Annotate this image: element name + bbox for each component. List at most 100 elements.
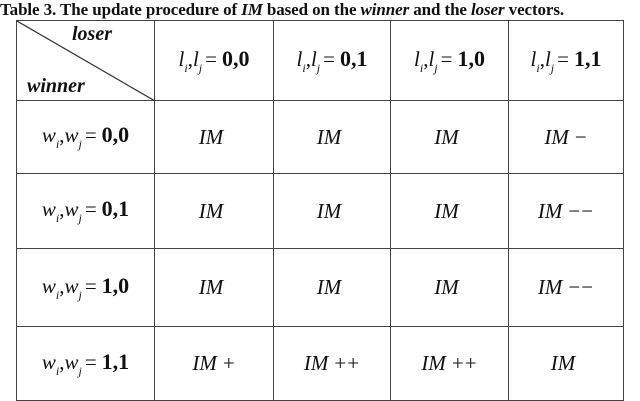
table-cell: IM− <box>508 100 624 174</box>
value: 0,0 <box>101 122 130 147</box>
im: IM <box>198 275 224 299</box>
subscript: j <box>78 363 82 378</box>
caption-loser: loser <box>471 0 505 19</box>
operator: −− <box>568 198 595 223</box>
var: l <box>178 46 185 71</box>
table-cell: IM++ <box>390 326 509 401</box>
var: l <box>296 46 303 71</box>
table-cell: IM−− <box>508 173 624 249</box>
equals: = <box>440 46 453 71</box>
table-cell: IM <box>154 100 274 174</box>
subscript: j <box>198 60 203 75</box>
operator: ++ <box>334 351 361 375</box>
value: 0,1 <box>339 45 368 71</box>
corner-cell: loser winner <box>16 20 155 101</box>
table-cell: IM−− <box>508 248 624 327</box>
column-header: li,lj=0,1 <box>273 20 391 101</box>
im: IM <box>434 275 459 299</box>
value: 1,1 <box>573 45 602 71</box>
subscript: i <box>184 60 188 75</box>
equals: = <box>323 46 335 71</box>
im: IM <box>434 124 459 149</box>
table-row: wi,wj=1,1 IM+ IM++ IM++ IM <box>16 326 624 401</box>
im: IM <box>421 351 446 375</box>
var: l <box>544 46 551 71</box>
var: w <box>41 197 56 221</box>
table-cell: IM <box>273 248 391 327</box>
var: w <box>41 349 56 374</box>
subscript: j <box>78 211 82 225</box>
var: l <box>192 46 199 71</box>
subscript: i <box>419 60 424 75</box>
subscript: j <box>434 60 438 75</box>
equals: = <box>84 197 97 221</box>
table-row: wi,wj=0,1 IM IM IM IM−− <box>16 173 624 249</box>
caption-im: IM <box>241 0 263 19</box>
table-cell: IM <box>273 100 391 174</box>
im: IM <box>316 198 342 223</box>
value: 0,0 <box>221 45 250 71</box>
subscript: i <box>55 137 60 151</box>
im: IM <box>544 124 569 149</box>
operator: −− <box>568 275 595 299</box>
im: IM <box>537 275 563 299</box>
table-cell: IM <box>273 173 391 249</box>
subscript: i <box>55 287 60 302</box>
column-header: li,lj=1,0 <box>390 20 509 101</box>
table-row: wi,wj=1,0 IM IM IM IM−− <box>16 248 624 327</box>
table-cell: IM+ <box>154 326 274 401</box>
value: 0,1 <box>101 196 130 221</box>
im: IM <box>192 351 217 375</box>
corner-loser-label: loser <box>72 23 112 45</box>
corner-winner-label: winner <box>27 75 85 97</box>
var: l <box>428 46 435 71</box>
subscript: j <box>316 60 321 75</box>
subscript: j <box>550 60 555 75</box>
operator: − <box>574 124 588 149</box>
table-cell: IM <box>154 173 274 249</box>
update-procedure-table: loser winner li,lj=0,0 li,lj=0,1 li,lj=1… <box>16 20 624 401</box>
im: IM <box>316 124 342 149</box>
caption-text: and the <box>409 0 472 19</box>
im: IM <box>198 198 224 223</box>
subscript: i <box>55 211 60 225</box>
value: 1,0 <box>101 272 130 298</box>
var: l <box>310 46 317 71</box>
value: 1,1 <box>101 348 130 374</box>
equals: = <box>84 123 97 147</box>
var: w <box>64 123 79 147</box>
subscript: i <box>55 363 60 378</box>
subscript: j <box>78 287 82 302</box>
column-header: li,lj=0,0 <box>154 20 274 101</box>
table-cell: IM <box>390 100 509 174</box>
table-cell: IM <box>390 248 509 327</box>
operator: + <box>222 351 236 375</box>
var: w <box>64 349 79 374</box>
im: IM <box>316 275 342 299</box>
im: IM <box>537 198 563 223</box>
value: 1,0 <box>457 45 485 71</box>
table-cell: IM <box>508 326 624 401</box>
table-cell: IM <box>154 248 274 327</box>
var: l <box>530 46 537 71</box>
caption-text: Table 3. The update procedure of <box>0 0 242 19</box>
im: IM <box>550 351 576 375</box>
equals: = <box>557 46 569 71</box>
im: IM <box>434 198 459 223</box>
caption-text: vectors. <box>504 0 565 19</box>
table-cell: IM++ <box>273 326 391 401</box>
equals: = <box>84 273 97 298</box>
equals: = <box>84 349 97 374</box>
subscript: i <box>302 60 306 75</box>
var: l <box>414 46 420 71</box>
row-header: wi,wj=1,0 <box>16 248 155 327</box>
table-row: wi,wj=0,0 IM IM IM IM− <box>16 100 624 174</box>
caption-winner: winner <box>360 0 410 19</box>
subscript: j <box>78 137 82 151</box>
row-header: wi,wj=0,0 <box>16 100 155 174</box>
row-header: wi,wj=0,1 <box>16 173 155 249</box>
var: w <box>64 197 79 221</box>
column-header: li,lj=1,1 <box>508 20 624 101</box>
equals: = <box>205 46 217 71</box>
var: w <box>41 273 56 298</box>
